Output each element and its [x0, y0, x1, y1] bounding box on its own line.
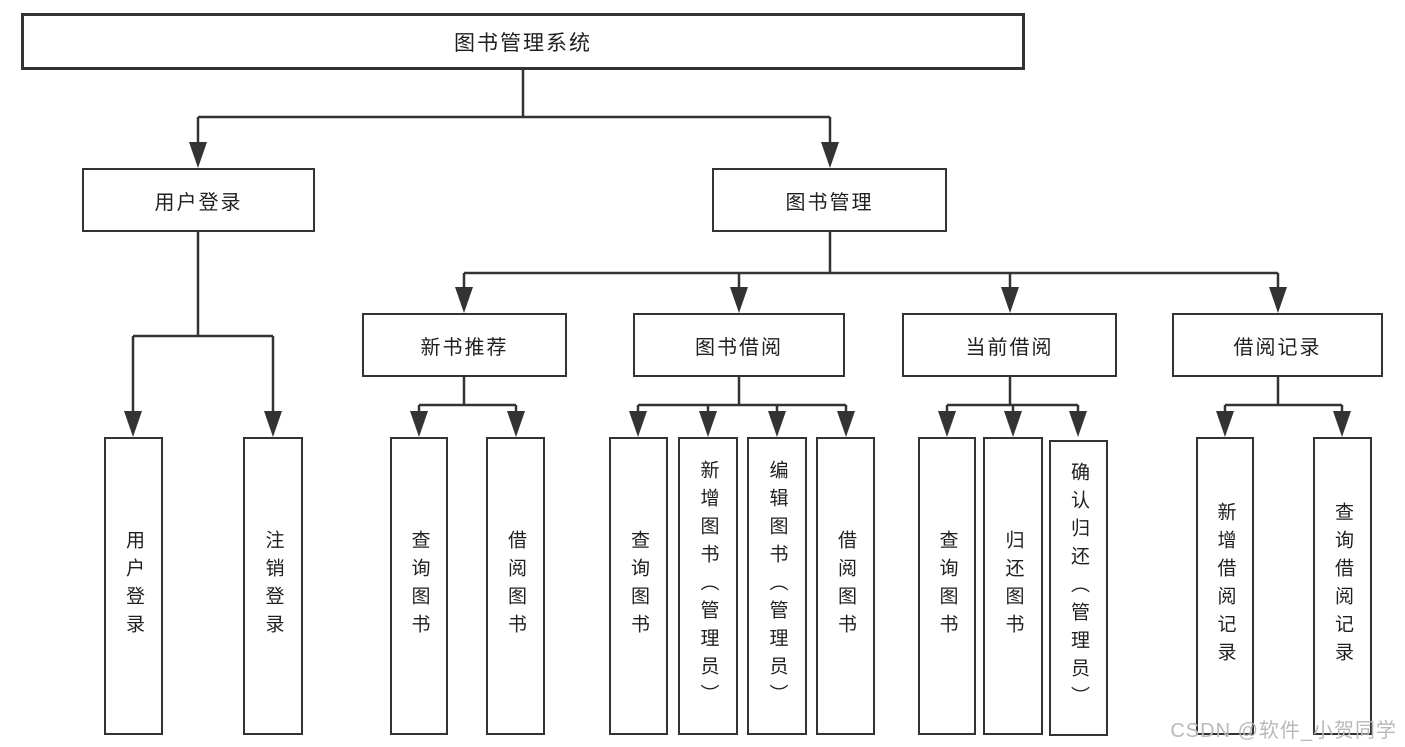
arrowheads — [124, 142, 1351, 437]
node-return-books: 归还图书 — [983, 437, 1043, 735]
node-new-book-recommendation: 新书推荐 — [362, 313, 567, 377]
node-book-borrowing: 图书借阅 — [633, 313, 845, 377]
node-library-management-system: 图书管理系统 — [21, 13, 1025, 70]
node-query-books-current: 查询图书 — [918, 437, 976, 735]
node-query-books-borrow: 查询图书 — [609, 437, 668, 735]
node-user-login-leaf: 用户登录 — [104, 437, 163, 735]
node-book-management: 图书管理 — [712, 168, 947, 232]
csdn-watermark: CSDN @软件_小贺同学 — [1170, 720, 1397, 742]
node-borrow-books-recommend: 借阅图书 — [486, 437, 545, 735]
node-borrow-books-leaf: 借阅图书 — [816, 437, 875, 735]
node-add-borrow-record: 新增借阅记录 — [1196, 437, 1254, 735]
node-add-book-admin: 新增图书（管理员） — [678, 437, 738, 735]
node-user-login: 用户登录 — [82, 168, 315, 232]
node-query-borrow-record: 查询借阅记录 — [1313, 437, 1372, 735]
node-borrowing-records: 借阅记录 — [1172, 313, 1383, 377]
node-confirm-return-admin: 确认归还（管理员） — [1049, 440, 1108, 736]
node-current-borrowing: 当前借阅 — [902, 313, 1117, 377]
node-query-books-recommend: 查询图书 — [390, 437, 448, 735]
node-edit-book-admin: 编辑图书（管理员） — [747, 437, 807, 735]
node-logout: 注销登录 — [243, 437, 303, 735]
